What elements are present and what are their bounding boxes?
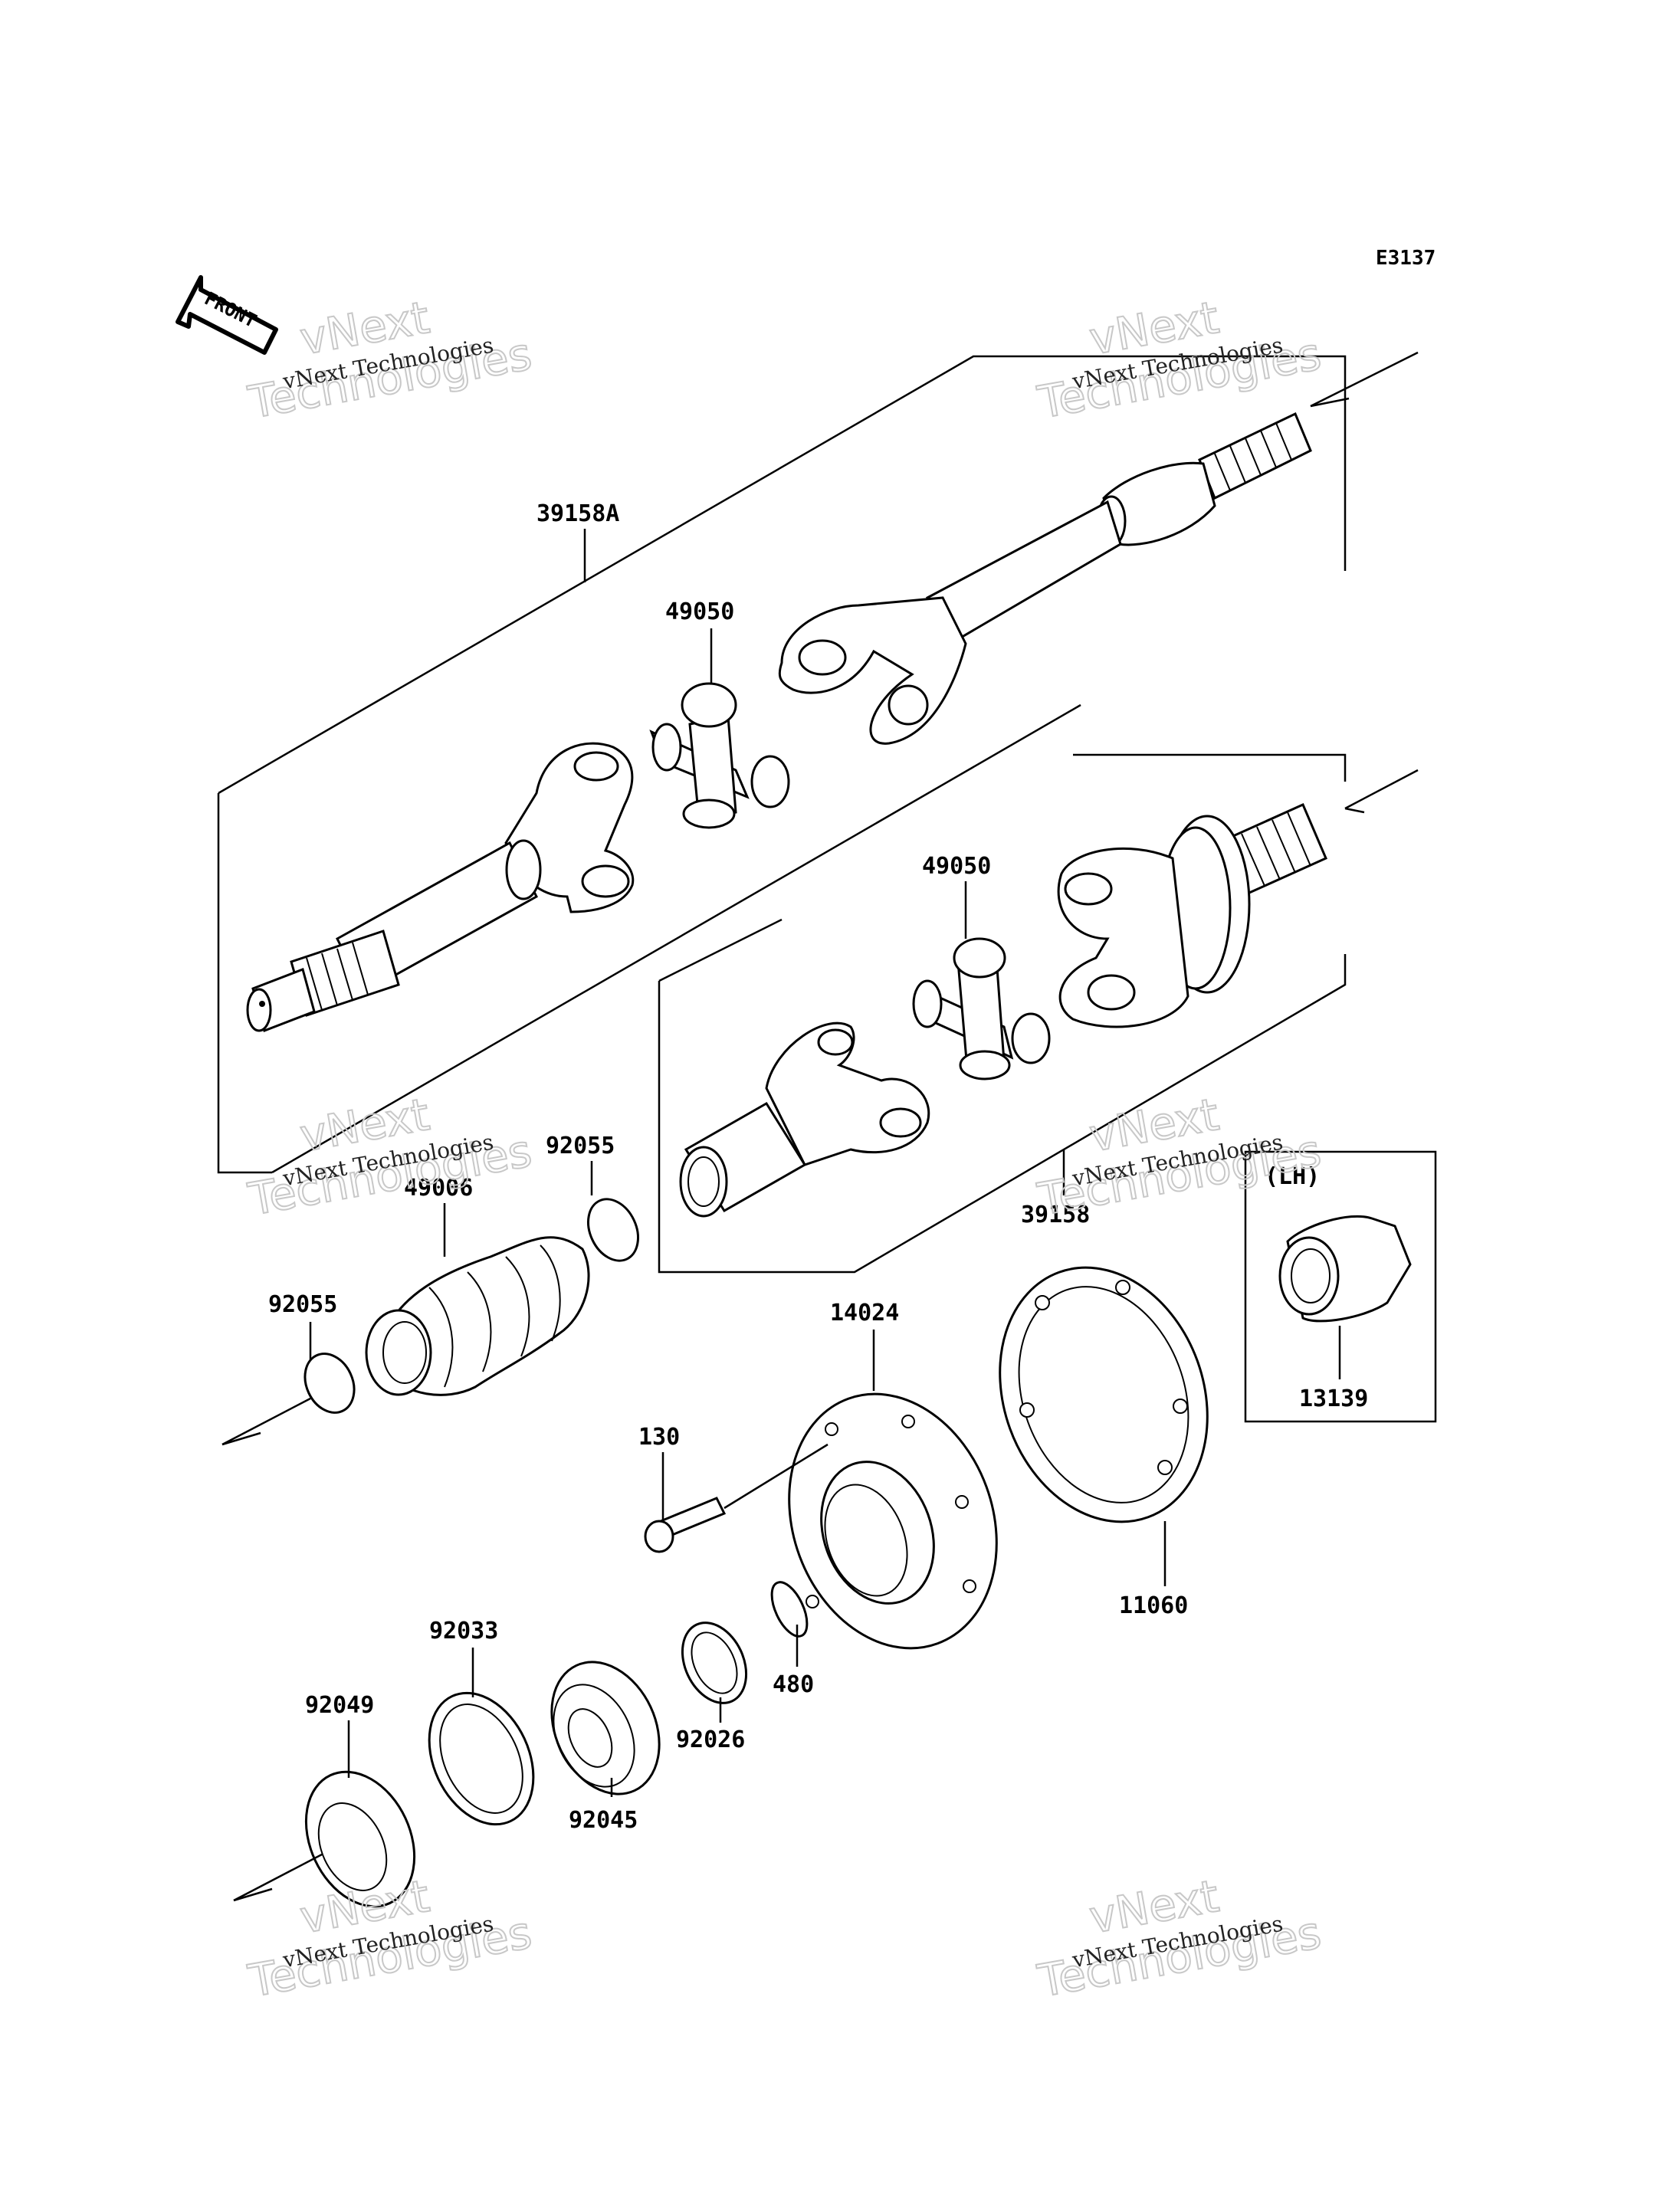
watermark-top-right: vNext Technologies vNext Technologies (1033, 290, 1326, 429)
gasket-11060 (999, 1266, 1209, 1523)
label-480: 480 (773, 1671, 814, 1698)
leader-lines (309, 529, 1341, 1797)
snap-ring-480 (770, 1581, 809, 1638)
label-92026: 92026 (676, 1726, 745, 1753)
label-92049: 92049 (305, 1692, 374, 1719)
oil-seal-92049 (304, 1770, 416, 1908)
inner-yoke-splined (679, 1021, 930, 1218)
label-92055-lower: 92055 (268, 1291, 337, 1318)
boot-clamp-upper-92055 (587, 1198, 639, 1262)
watermark-mid-left: vNext Technologies vNext Technologies (244, 1087, 536, 1226)
label-130: 130 (638, 1424, 680, 1451)
label-92045: 92045 (569, 1807, 638, 1834)
drive-shaft-39158 (1057, 803, 1327, 1028)
drive-shaft-left-yoke (246, 742, 635, 1032)
circlip-92033 (428, 1691, 535, 1826)
label-49050-upper: 49050 (665, 598, 734, 625)
drive-shaft-39158A (778, 412, 1312, 745)
watermark-mid-right: vNext Technologies vNext Technologies (1033, 1087, 1326, 1226)
label-14024: 14024 (830, 1300, 899, 1326)
diagram-code: E3137 (1376, 247, 1436, 270)
boot-49006 (365, 1236, 590, 1396)
label-39158: 39158 (1021, 1202, 1090, 1228)
label-lh: (LH) (1265, 1163, 1320, 1190)
housing-14024 (788, 1392, 998, 1650)
universal-joint-upper-49050 (649, 682, 790, 829)
label-92033: 92033 (429, 1618, 498, 1644)
lh-box (1244, 1150, 1437, 1423)
label-49050-lower: 49050 (922, 853, 991, 880)
universal-joint-lower-49050 (912, 937, 1051, 1080)
front-arrow-icon: FRONT (176, 275, 278, 355)
watermark-bottom-right: vNext Technologies vNext Technologies (1033, 1869, 1326, 2008)
shaft-assembly-frame-lower (658, 753, 1419, 1274)
watermark-top-left: vNext Technologies vNext Technologies (244, 290, 536, 429)
bolt-130 (644, 1443, 829, 1553)
label-92055-upper: 92055 (546, 1133, 615, 1159)
label-49006: 49006 (404, 1175, 473, 1202)
shaft-assembly-frame-upper (217, 351, 1419, 1174)
label-13139: 13139 (1299, 1385, 1368, 1412)
bearing-92045 (550, 1661, 661, 1795)
label-11060: 11060 (1119, 1592, 1188, 1619)
label-39158A: 39158A (536, 500, 619, 527)
boot-clamp-lower-92055 (304, 1353, 356, 1414)
spacer-92026 (681, 1622, 748, 1704)
